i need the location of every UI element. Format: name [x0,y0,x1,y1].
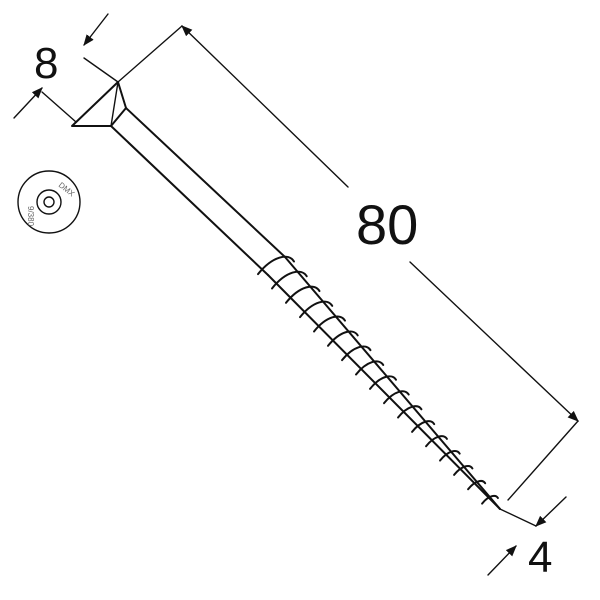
thread-turn [383,390,410,405]
thread-turn [313,315,346,333]
thread-turn [425,435,448,448]
dimension-arrow-bottom [13,87,43,119]
thread-turn [439,450,461,462]
thread-turn [467,480,487,491]
shank-edge-upper [110,125,269,276]
thread-turn [299,300,334,319]
screw-head [71,81,127,127]
thread-turn [453,465,474,476]
head-diameter-dimension: 8 [13,13,119,123]
thread-extension-line [499,508,537,527]
length-dimension: 80 [117,25,579,501]
thread-turn [271,270,308,290]
thread-turn [355,360,385,376]
thread-core-edge-b [284,256,501,510]
length-dimension-line-lower [409,261,579,422]
thread-turn [327,330,359,347]
thread-section [257,255,501,510]
head-face-line [110,81,119,127]
thread-turns [257,255,499,505]
thread-turn [285,285,321,304]
length-dimension-line-upper [181,25,349,188]
thread-turn [369,375,397,390]
length-extension-top [117,25,183,83]
thread-turn [341,345,372,362]
thread-diameter-label: 4 [528,533,552,582]
length-label: 80 [356,193,418,256]
thread-core-edge-a [267,274,501,510]
thread-turn [411,420,436,433]
shank-edge-lower [125,107,286,258]
dimension-arrow-top [83,13,109,46]
screw-body [71,81,501,510]
screw-head-top-view: DMX 9/380 [17,170,81,234]
drive-recess [36,189,62,215]
extension-line [83,57,119,83]
thread-arrow-top [535,496,567,527]
thread-turn [481,494,499,505]
thread-turn [257,255,295,276]
thread-arrow-bottom [487,545,517,576]
head-code: 9/380 [26,206,35,227]
thread-diameter-dimension: 4 [487,496,567,582]
extension-line [41,91,77,123]
length-extension-bottom [507,420,579,501]
head-outline [17,170,81,234]
head-diameter-label: 8 [34,39,58,88]
drive-center [43,196,55,208]
thread-turn [397,405,423,419]
